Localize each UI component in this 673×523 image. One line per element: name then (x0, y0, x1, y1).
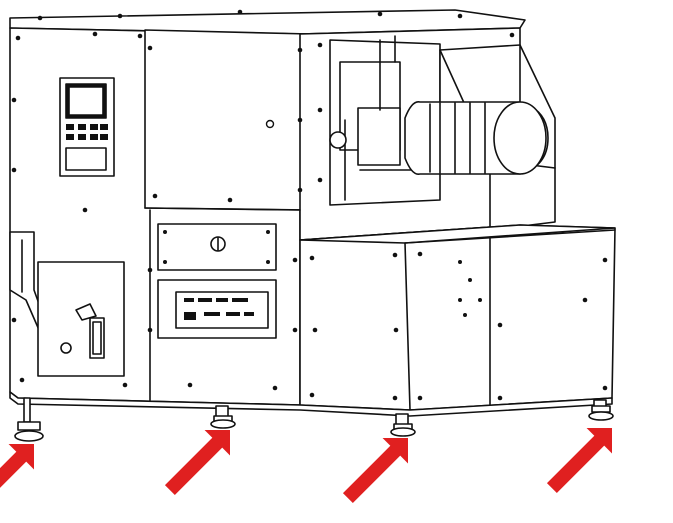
arrow-foot-3 (342, 438, 408, 504)
connector-panel-icon (157, 279, 277, 339)
leveling-foot (14, 397, 44, 442)
arrow-foot-2 (164, 430, 230, 496)
upper-side-plate (144, 29, 311, 211)
arrow-foot-1 (0, 444, 34, 510)
control-panel-icon (59, 77, 115, 177)
leveling-foot (588, 399, 614, 421)
key-lock-icon (210, 236, 226, 252)
base-plate (9, 391, 613, 417)
lower-front (9, 223, 277, 377)
arrow-foot-4 (546, 428, 612, 494)
lower-side-box (299, 224, 616, 411)
lens-assembly (329, 35, 556, 231)
power-switch-icon (37, 261, 125, 377)
leveling-foot (210, 405, 236, 429)
screws (11, 9, 515, 391)
leveling-foot (390, 413, 416, 437)
lens-icon (404, 101, 549, 175)
